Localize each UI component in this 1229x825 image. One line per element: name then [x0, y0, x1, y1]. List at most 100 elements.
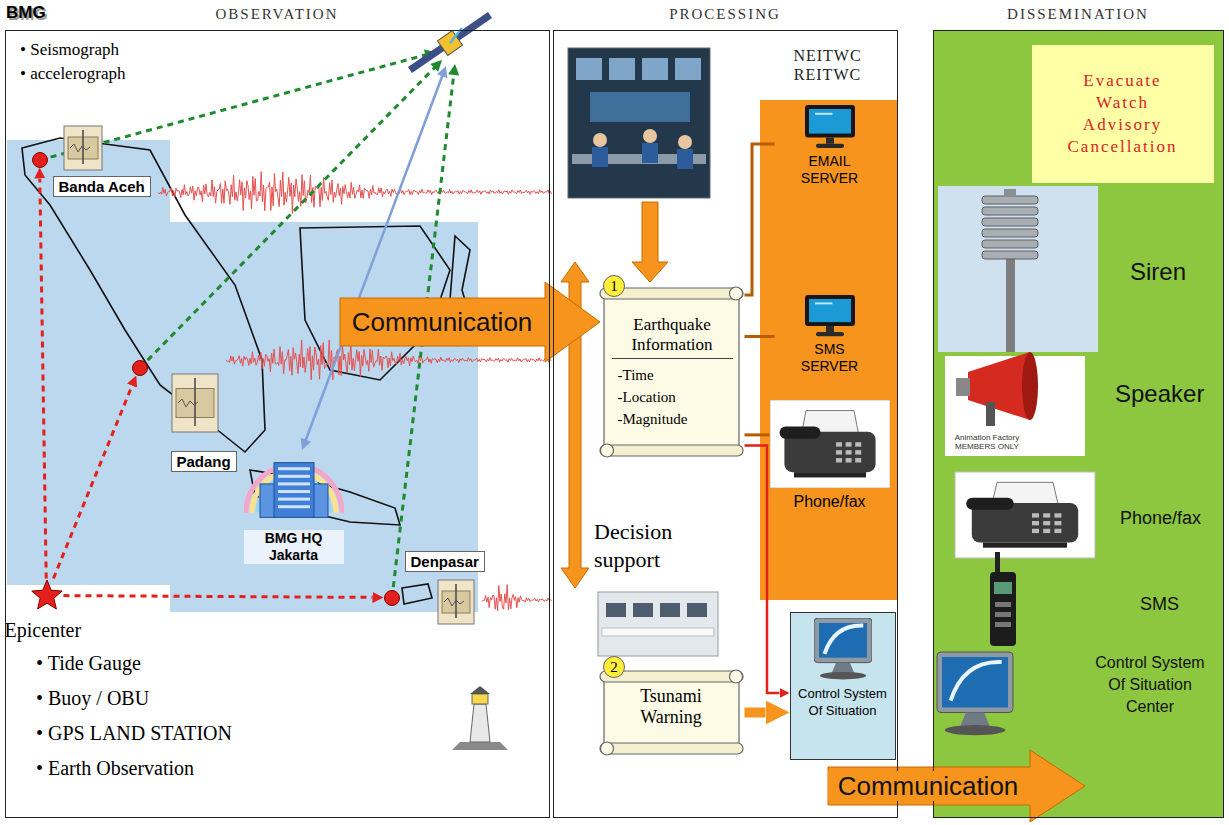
monitor-blue-icon — [809, 109, 851, 134]
panel-heading: DISSEMINATION — [934, 6, 1222, 23]
monitor-gray-icon — [814, 618, 872, 680]
fax-icon — [779, 426, 820, 438]
scroll-shape — [729, 287, 742, 300]
fax-photo — [966, 498, 1014, 510]
station-dot: Denpasar — [384, 590, 400, 606]
monitor-blue-icon — [815, 302, 833, 304]
fax-photo — [1054, 521, 1061, 525]
monitor-icon — [937, 652, 1013, 735]
monitor-gray-icon — [819, 623, 867, 658]
control-room-photo — [677, 149, 693, 169]
device-label: Phone/fax — [770, 492, 890, 512]
fax-photo — [1043, 521, 1050, 525]
sensor-item: • Buoy / OBU — [36, 687, 149, 710]
sensor-item: • Tide Gauge — [36, 652, 141, 675]
control-room-photo — [643, 129, 657, 143]
fax-icon — [836, 450, 842, 454]
monitor-icon — [942, 657, 1008, 707]
station-label: Banda Aceh — [53, 176, 151, 197]
arrowhead — [448, 64, 459, 76]
fax-photo — [1043, 513, 1050, 517]
building-icon — [274, 462, 314, 517]
station-dot: Banda Aceh — [32, 152, 48, 168]
speaker-photo — [1022, 352, 1038, 420]
monitor-blue-icon — [805, 295, 855, 337]
monitor-blue-icon — [816, 143, 844, 147]
fax-photo — [1032, 513, 1039, 517]
scroll-shape — [600, 445, 743, 456]
headquarters: BMG HQ Jakarta — [228, 452, 360, 570]
monitor-gray-icon — [814, 618, 872, 663]
lighthouse-icon — [472, 694, 488, 704]
arrow-label: Communication — [828, 771, 1028, 801]
decision-room-photo — [598, 592, 718, 656]
channel-label: Phone/fax — [1120, 508, 1201, 529]
fax-icon — [845, 450, 851, 454]
epicenter-star: Epicenter — [30, 579, 64, 613]
flow-arrow — [632, 202, 668, 282]
control-room-photo — [576, 58, 602, 80]
fax-icon — [855, 442, 861, 446]
alert-level-list: Evacuate Watch Advisory Cancellation — [1063, 70, 1183, 158]
fax-icon — [855, 450, 861, 454]
control-room-photo — [675, 58, 701, 80]
building-icon — [278, 474, 310, 477]
distribution-line — [745, 433, 770, 436]
siren-photo — [982, 251, 1038, 259]
warning-arrow — [745, 708, 766, 718]
control-room-photo — [590, 92, 690, 122]
fax-icon — [836, 442, 842, 446]
arrowhead — [430, 60, 442, 72]
channel-label: Speaker — [1115, 380, 1204, 408]
scroll-shape — [604, 676, 739, 748]
scroll-item: -Time — [612, 364, 733, 386]
fax-photo — [1054, 529, 1061, 533]
control-room-photo — [642, 58, 668, 80]
monitor-blue-icon — [805, 105, 855, 138]
control-room-photo — [568, 48, 710, 198]
lighthouse-icon — [470, 704, 490, 742]
fax-photo — [1054, 513, 1061, 517]
sensor-item: • accelerograph — [20, 64, 126, 84]
radio-icon — [995, 602, 1011, 607]
control-room-photo — [642, 143, 658, 163]
fax-photo — [955, 472, 1095, 558]
control-room-photo — [593, 133, 607, 147]
monitor-blue-icon — [805, 295, 855, 326]
siren-photo — [982, 218, 1038, 226]
fax-icon — [855, 458, 861, 462]
sensor-item: • Earth Observation — [36, 757, 194, 780]
sensor-item: • GPS LAND STATION — [36, 722, 232, 745]
building-icon — [278, 490, 310, 493]
scroll-shape — [600, 743, 743, 754]
monitor-blue-icon — [816, 331, 844, 335]
decision-room-photo — [633, 603, 653, 617]
seismograph-icon — [172, 374, 218, 432]
monitor-gray-icon — [819, 671, 865, 678]
siren-photo — [982, 207, 1038, 215]
siren-photo — [938, 186, 1098, 352]
siren-photo — [982, 240, 1038, 248]
center-name: NEITWC REITWC — [788, 46, 868, 84]
fax-photo — [955, 472, 1095, 558]
tsunami-scroll: Tsunami Warning — [598, 668, 745, 758]
fax-icon — [770, 400, 890, 488]
lighthouse-icon — [452, 742, 508, 750]
seismic-wave-arrow — [53, 386, 132, 579]
scroll-shape — [604, 293, 739, 450]
server-label: SMS SERVER — [795, 341, 865, 375]
alert-levels: Evacuate Watch Advisory Cancellation — [1032, 45, 1214, 183]
monitor-icon — [951, 662, 1002, 701]
sensor-item: • Seismograph — [20, 40, 119, 60]
siren-photo — [982, 229, 1038, 237]
seismograph-icon — [438, 580, 474, 624]
monitor-blue-icon — [815, 112, 833, 114]
callout-number: 2 — [603, 656, 625, 678]
coastline — [402, 584, 432, 604]
satellite — [410, 15, 490, 70]
distribution-line — [745, 144, 775, 295]
decision-room-photo — [606, 603, 626, 617]
processing-panel: PROCESSINGNEITWC REITWCEMAIL SERVERSMS S… — [553, 30, 898, 818]
